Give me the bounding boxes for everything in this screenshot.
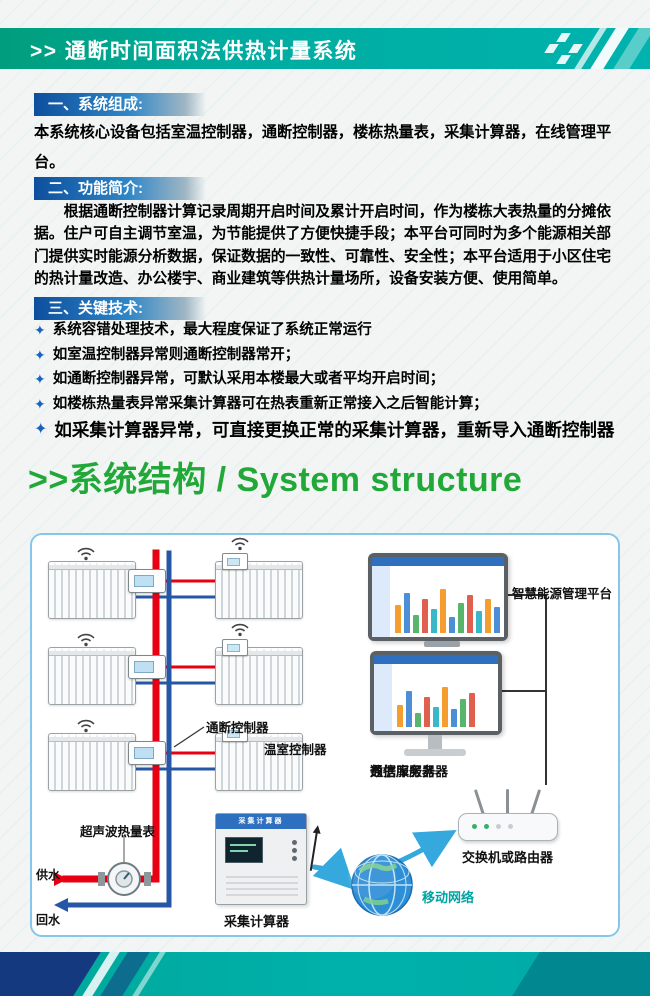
collection-calculator-cabinet: 采集计算器 xyxy=(215,813,307,905)
section-body-composition: 本系统核心设备包括室温控制器，通断控制器，楼栋热量表，采集计算器，在线管理平台。 xyxy=(34,124,612,171)
onoff-controller-label: 通断控制器 xyxy=(206,721,269,735)
monitor-base xyxy=(404,749,466,756)
router-antenna-icon xyxy=(506,789,509,816)
footer-corner-decoration xyxy=(512,952,650,996)
star-bullet-icon: ✦ xyxy=(34,371,46,388)
star-bullet-icon: ✦ xyxy=(34,346,46,363)
return-water-label: 回水 xyxy=(36,913,61,927)
cabinet-vents xyxy=(226,874,298,896)
star-bullet-icon: ✦ xyxy=(34,395,46,412)
list-item: ✦ 如楼栋热量表异常采集计算器可在热表重新正常接入之后智能计算； xyxy=(34,395,624,415)
system-structure-diagram: 通断控制器 温室控制器 超声波热量表 供水 回水 采集计算器 采集计算器 xyxy=(30,533,620,937)
wifi-icon xyxy=(77,633,95,647)
radiator xyxy=(48,561,136,619)
star-bullet-icon: ✦ xyxy=(34,322,46,338)
header-bar: >> 通断时间面积法供热计量系统 xyxy=(0,28,650,69)
ultrasonic-meter-label: 超声波热量表 xyxy=(80,825,156,839)
monitor-stand xyxy=(428,735,442,750)
router-label: 交换机或路由器 xyxy=(462,850,554,865)
list-item-text: 如楼栋热量表异常采集计算器可在热表重新正常接入之后智能计算； xyxy=(52,395,488,412)
list-item-text: 如采集计算器异常，可直接更换正常的采集计算器，重新导入通断控制器 xyxy=(54,420,615,441)
radiator xyxy=(215,733,303,791)
radiator xyxy=(215,647,303,705)
room-thermostat-device xyxy=(222,553,248,570)
key-tech-list: ✦ 系统容错处理技术，最大程度保证了系统正常运行 ✦ 如室温控制器异常则通断控制器常… xyxy=(34,321,624,448)
section-title-key-tech: 三、关键技术: xyxy=(34,297,206,320)
wifi-icon xyxy=(231,623,249,637)
list-item-text: 如室温控制器异常则通断控制器常开； xyxy=(52,346,300,363)
router-antenna-icon xyxy=(529,789,542,816)
footer-bar xyxy=(0,952,650,996)
onoff-controller-device xyxy=(128,655,166,679)
page-title: >> 通断时间面积法供热计量系统 xyxy=(30,40,358,63)
header-checker-decoration xyxy=(556,55,571,64)
structure-heading: >>系统结构 / System structure xyxy=(28,461,523,499)
radiator xyxy=(48,647,136,705)
section-title-composition: 一、系统组成: xyxy=(34,93,206,116)
router-device xyxy=(458,785,558,841)
onoff-controller-device xyxy=(128,741,166,765)
radiator xyxy=(215,561,303,619)
cabinet-title: 采集计算器 xyxy=(216,814,306,829)
dashboard-mockup xyxy=(372,557,504,637)
header-checker-decoration xyxy=(568,44,583,53)
smart-platform-screen xyxy=(368,553,508,641)
router-leds xyxy=(472,824,477,829)
header-checker-decoration xyxy=(544,44,559,53)
wifi-icon xyxy=(77,547,95,561)
server-monitor xyxy=(370,651,502,735)
section-title-functions: 二、功能简介: xyxy=(34,177,206,200)
screen-stand xyxy=(424,641,460,647)
server-caption-line1: 数据库服务器 xyxy=(370,764,449,779)
header-checker-decoration xyxy=(556,33,571,42)
section-body-functions: 根据通断控制器计算记录周期开启时间及累计开启时间，作为楼栋大表热量的分摊依据。住… xyxy=(34,204,612,288)
supply-water-label: 供水 xyxy=(36,868,61,882)
room-thermostat-device xyxy=(222,725,248,742)
list-item: ✦ 如采集计算器异常，可直接更换正常的采集计算器，重新导入通断控制器 xyxy=(34,419,624,443)
router-antenna-icon xyxy=(473,789,486,816)
list-item: ✦ 如通断控制器异常，可默认采用本楼最大或者平均开启时间； xyxy=(34,370,624,390)
globe-icon xyxy=(348,851,413,916)
cabinet-caption: 采集计算器 xyxy=(224,914,290,929)
dashboard-mockup xyxy=(374,655,498,731)
radiator xyxy=(48,733,136,791)
wifi-icon xyxy=(77,719,95,733)
cabinet-screen xyxy=(225,837,263,863)
list-item-text: 系统容错处理技术，最大程度保证了系统正常运行 xyxy=(52,322,372,338)
list-item: ✦ 如室温控制器异常则通断控制器常开； xyxy=(34,346,624,366)
smart-platform-label: 智慧能源管理平台 xyxy=(512,587,613,601)
list-item: ✦ 系统容错处理技术，最大程度保证了系统正常运行 xyxy=(34,321,624,341)
room-thermostat-device xyxy=(222,639,248,656)
cabinet-buttons xyxy=(292,840,297,845)
onoff-controller-device xyxy=(128,569,166,593)
server-caption-line2: 通信服务器 xyxy=(370,764,436,779)
mobile-network-label: 移动网络 xyxy=(422,890,475,905)
star-bullet-icon: ✦ xyxy=(34,421,48,439)
wifi-icon xyxy=(231,537,249,551)
room-controller-label: 温室控制器 xyxy=(264,743,327,757)
pipes-and-connections xyxy=(54,549,547,916)
list-item-text: 如通断控制器异常，可默认采用本楼最大或者平均开启时间； xyxy=(52,371,445,388)
